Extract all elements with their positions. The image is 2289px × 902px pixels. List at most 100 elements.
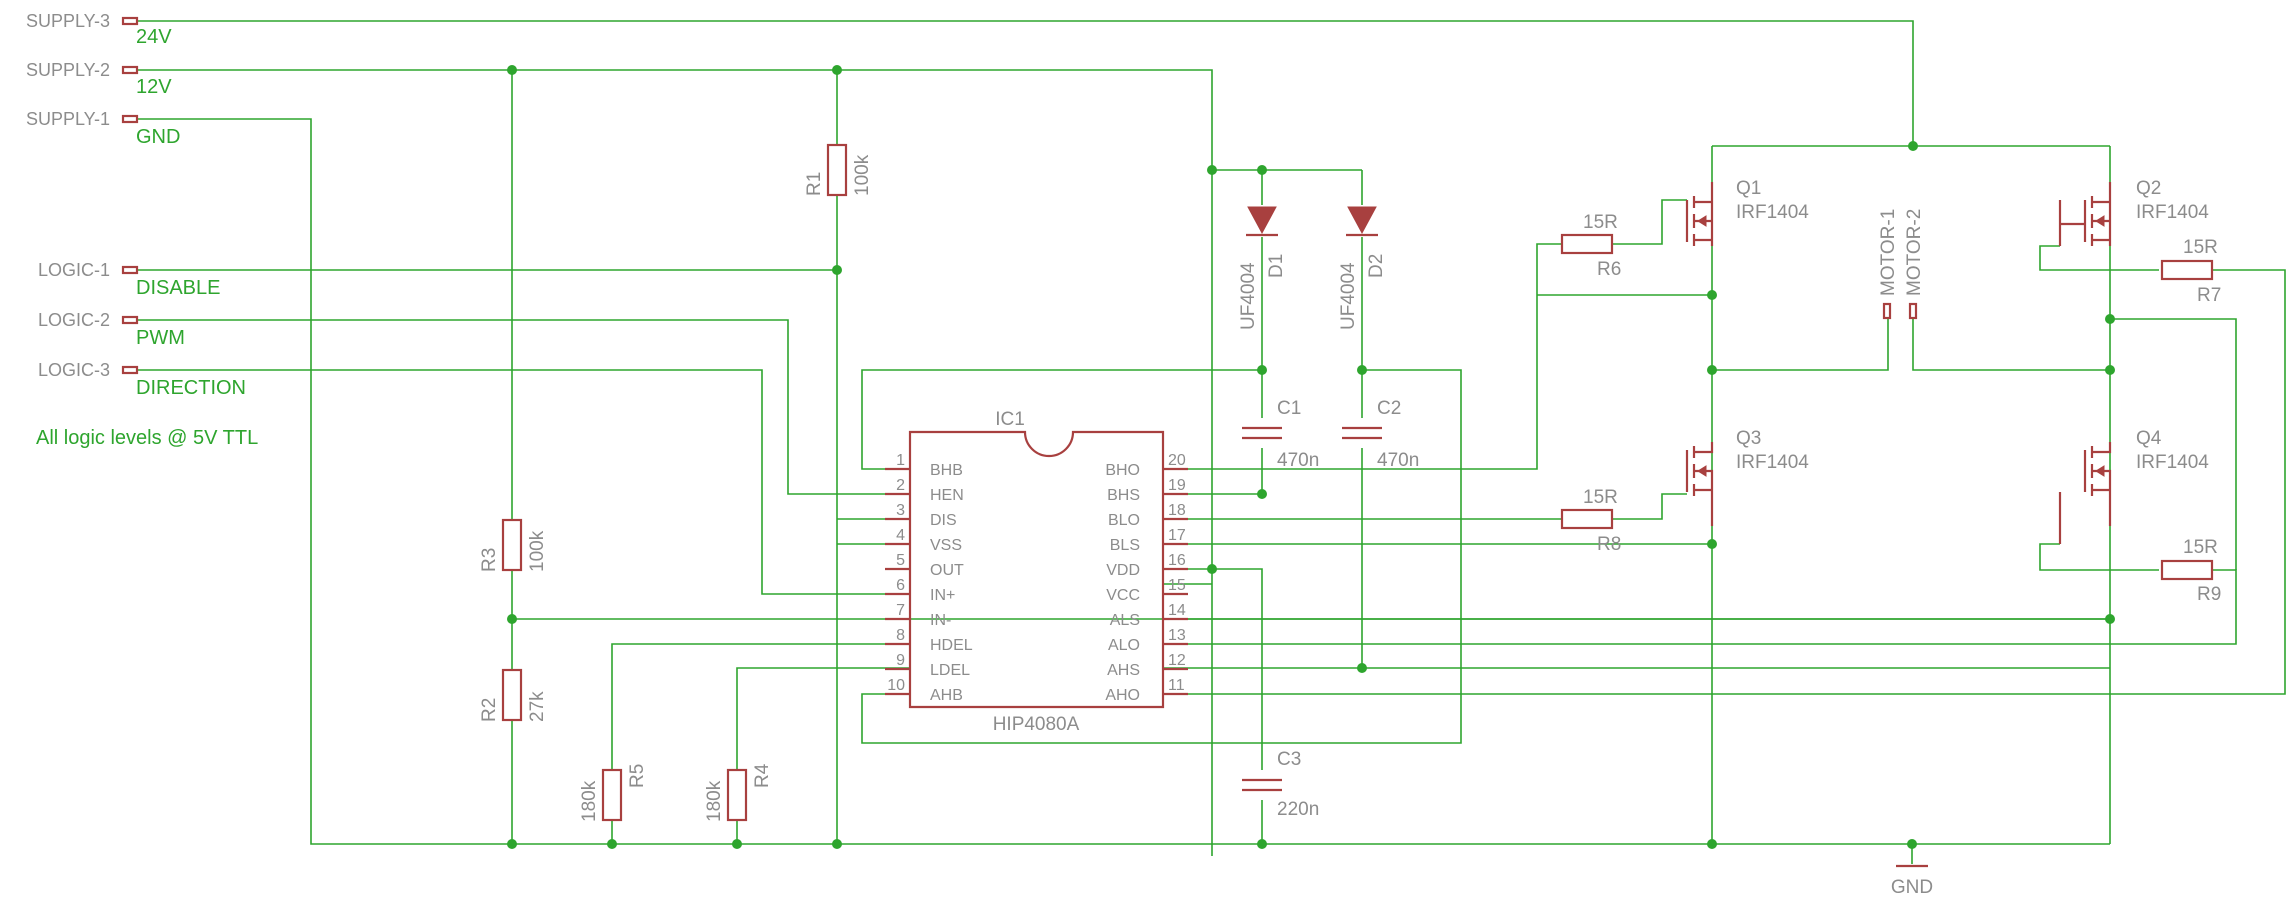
ic-pin-right-name: AHS [1107,662,1140,679]
c3-name: C3 [1277,749,1301,770]
ic-pin-right-number: 17 [1168,527,1186,544]
r2-value: 27k [527,691,548,722]
resistor-r3 [501,518,523,572]
capacitor-c1 [1242,426,1282,440]
ic-pin-left-number: 7 [896,602,905,619]
ic-pin-left-number: 5 [896,552,905,569]
c2-value: 470n [1377,450,1419,471]
ic-pin-left-name: LDEL [930,662,970,679]
junctions [507,65,2115,849]
r3-value: 100k [527,530,548,572]
capacitor-c3 [1242,778,1282,792]
labels: SUPPLY-3 24V SUPPLY-2 12V SUPPLY-1 GND L… [26,11,2221,898]
r3-name: R3 [479,548,500,572]
ic-pin-left-name: DIS [930,512,957,529]
ic-pin-left-number: 3 [896,502,905,519]
ic-pin-right-name: BLO [1108,512,1140,529]
ic-pin-left-number: 9 [896,652,905,669]
r6-value: 15R [1583,212,1618,233]
q1-name: Q1 [1736,178,1761,199]
q4-type: IRF1404 [2136,452,2209,473]
resistor-r6 [1560,233,1614,255]
wires [138,20,2286,864]
ic-pin-right-name: BHO [1105,462,1140,479]
r8-value: 15R [1583,487,1618,508]
d1-name: D1 [1266,254,1287,278]
ic-hip4080a: BHB1HEN2DIS3VSS4OUT5IN+6IN-7HDEL8LDEL9AH… [885,430,1188,709]
mosfet-q2 [2058,182,2112,246]
r7-name: R7 [2197,285,2221,306]
ic-pin-right-name: AHO [1105,687,1140,704]
supply-2-value: 12V [136,76,172,98]
ic-pin-right-number: 15 [1168,577,1186,594]
ic-pin-left-number: 1 [896,452,905,469]
mosfets [1685,182,2112,544]
ic-pin-left-number: 4 [896,527,905,544]
supply-3-value: 24V [136,26,172,48]
r4-value: 180k [704,780,725,822]
ic-pin-right-name: ALO [1108,637,1140,654]
supply-2-label: SUPPLY-2 [26,60,110,80]
resistors [501,143,2214,822]
q2-name: Q2 [2136,178,2161,199]
diodes [1246,206,1378,237]
diode-d1 [1246,206,1278,237]
r5-name: R5 [627,764,648,788]
ic-pin-left-name: OUT [930,562,964,579]
r9-value: 15R [2183,537,2218,558]
q1-type: IRF1404 [1736,202,1809,223]
ic-pin-right-number: 19 [1168,477,1186,494]
q3-name: Q3 [1736,428,1761,449]
ic-pin-left-number: 8 [896,627,905,644]
ic-pin-right-name: ALS [1110,612,1140,629]
logic-level-note: All logic levels @ 5V TTL [36,427,258,449]
ic-pin-right-number: 14 [1168,602,1186,619]
supply-3-label: SUPPLY-3 [26,11,110,31]
c1-name: C1 [1277,398,1301,419]
c1-value: 470n [1277,450,1319,471]
ic-pin-left-name: HEN [930,487,964,504]
r8-name: R8 [1597,534,1621,555]
r4-name: R4 [752,763,773,788]
ic-pin-right-number: 11 [1168,677,1185,694]
ic-pin-left-number: 2 [896,477,905,494]
diode-d2 [1346,206,1378,237]
r2-name: R2 [479,698,500,722]
logic-1-value: DISABLE [136,277,220,299]
supply-1-value: GND [136,126,180,148]
motor-1-label: MOTOR-1 [1878,209,1899,296]
ic-pin-left-name: IN+ [930,587,955,604]
logic-3-label: LOGIC-3 [38,360,110,380]
ic-pin-left-name: VSS [930,537,962,554]
motor-2-label: MOTOR-2 [1904,209,1925,296]
q3-type: IRF1404 [1736,452,1809,473]
q2-type: IRF1404 [2136,202,2209,223]
ic-value: HIP4080A [993,714,1080,735]
resistor-r1 [826,143,848,197]
ic-pin-left-name: AHB [930,687,963,704]
ic-pin-right-number: 12 [1168,652,1186,669]
q4-name: Q4 [2136,428,2162,449]
ic-pin-right-name: VDD [1106,562,1140,579]
r9-name: R9 [2197,584,2221,605]
logic-1-label: LOGIC-1 [38,260,110,280]
r6-name: R6 [1597,259,1621,280]
resistor-r7 [2160,259,2214,281]
capacitor-c2 [1342,426,1382,440]
logic-2-label: LOGIC-2 [38,310,110,330]
resistor-r9 [2160,559,2214,581]
ic-pin-right-name: VCC [1106,587,1140,604]
connector-pads [121,16,1918,375]
resistor-r8 [1560,508,1614,530]
ic-pin-left-number: 6 [896,577,905,594]
ic-pin-left-name: BHB [930,462,963,479]
resistor-r5 [601,768,623,822]
ic-pin-right-number: 18 [1168,502,1186,519]
ic-pin-right-name: BLS [1110,537,1140,554]
c2-name: C2 [1377,398,1401,419]
supply-1-label: SUPPLY-1 [26,109,110,129]
ic-pin-right-name: BHS [1107,487,1140,504]
ic-name: IC1 [995,409,1025,430]
ic-pin-right-number: 13 [1168,627,1186,644]
